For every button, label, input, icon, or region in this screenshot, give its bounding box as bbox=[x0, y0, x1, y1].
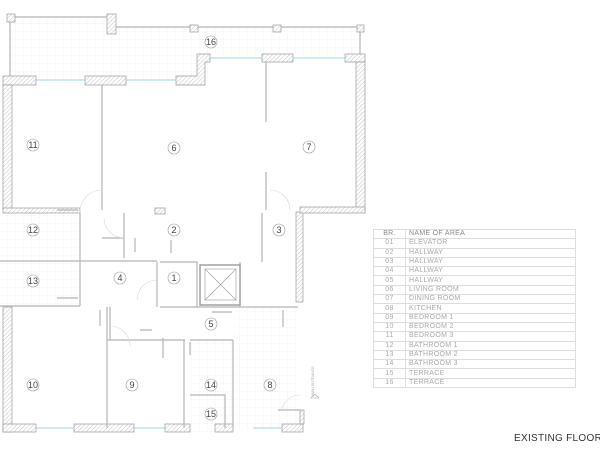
legend-row-no: 13 bbox=[373, 349, 406, 361]
legend-row-name: LIVING ROOM bbox=[405, 284, 576, 296]
room-label-12: 12 bbox=[26, 223, 40, 237]
room-number: 13 bbox=[28, 276, 38, 286]
room-number: 8 bbox=[267, 380, 272, 390]
room-label-3: 3 bbox=[272, 223, 286, 237]
legend-header-name: NAME OF AREA bbox=[405, 228, 576, 240]
legend-row-no: 08 bbox=[373, 303, 406, 314]
room-label-16: 16 bbox=[204, 35, 218, 49]
room-number: 2 bbox=[171, 225, 176, 235]
legend-row-name: BEDROOM 1 bbox=[405, 312, 576, 323]
windows bbox=[36, 57, 345, 429]
interior-walls bbox=[0, 62, 300, 428]
room-label-13: 13 bbox=[26, 274, 40, 288]
legend-row-no: 01 bbox=[373, 238, 406, 249]
legend-row-name: HALLWAY bbox=[405, 247, 576, 258]
legend-row-name: TERRACE bbox=[405, 368, 576, 379]
room-number: 12 bbox=[28, 225, 38, 235]
room-number: 5 bbox=[208, 319, 213, 329]
legend-row-no: 04 bbox=[373, 266, 406, 277]
room-label-7: 7 bbox=[302, 140, 316, 154]
legend-row-no: 07 bbox=[373, 294, 406, 305]
legend-row-no: 05 bbox=[373, 275, 406, 286]
drawing-title: EXISTING FLOOR PL bbox=[514, 433, 600, 444]
room-number: 3 bbox=[276, 225, 281, 235]
legend-row-name: DINING ROOM bbox=[405, 294, 576, 305]
legend-row-name: TERRACE bbox=[405, 377, 576, 389]
room-number: 6 bbox=[171, 143, 176, 153]
legend-row-name: HALLWAY bbox=[405, 256, 576, 268]
room-label-5: 5 bbox=[204, 317, 218, 331]
room-label-8: 8 bbox=[263, 378, 277, 392]
room-number: 9 bbox=[129, 380, 134, 390]
legend-row-no: 06 bbox=[373, 284, 406, 296]
legend-row-name: BATHROOM 3 bbox=[405, 359, 576, 370]
room-number: 16 bbox=[206, 37, 216, 47]
room-number: 1 bbox=[171, 273, 176, 283]
entrance-arrow-icon bbox=[310, 393, 320, 399]
room-label-6: 6 bbox=[167, 141, 181, 155]
room-label-15: 15 bbox=[204, 407, 218, 421]
room-label-1: 1 bbox=[167, 271, 181, 285]
legend-row-no: 02 bbox=[373, 247, 406, 258]
tiled-floors bbox=[0, 20, 360, 432]
room-label-9: 9 bbox=[125, 378, 139, 392]
exterior-walls bbox=[2, 53, 366, 433]
elevator-shaft bbox=[199, 264, 241, 306]
room-label-2: 2 bbox=[167, 223, 181, 237]
door-swings bbox=[79, 189, 301, 411]
legend-row-no: 11 bbox=[373, 331, 406, 342]
room-number: 15 bbox=[206, 409, 216, 419]
legend-row-name: HALLWAY bbox=[405, 275, 576, 286]
legend-row-name: BATHROOM 1 bbox=[405, 340, 576, 351]
room-number: 11 bbox=[28, 140, 37, 150]
room-number: 14 bbox=[206, 380, 216, 390]
legend-row-no: 10 bbox=[373, 321, 406, 333]
legend-row-no: 16 bbox=[373, 377, 406, 389]
legend-header-row: BR. NAME OF AREA bbox=[373, 228, 576, 240]
legend-row-name: BEDROOM 3 bbox=[405, 331, 576, 342]
legend-row-no: 14 bbox=[373, 359, 406, 370]
legend-row-no: 03 bbox=[373, 256, 406, 268]
main-entrance-label: MAIN ENTRANCE bbox=[311, 366, 315, 396]
room-label-11: 11 bbox=[26, 138, 40, 152]
room-number: 4 bbox=[117, 273, 122, 283]
legend-header-no: BR. bbox=[373, 228, 406, 240]
legend-row-name: BATHROOM 2 bbox=[405, 349, 576, 361]
legend-row-name: HALLWAY bbox=[405, 266, 576, 277]
room-number: 10 bbox=[28, 380, 38, 390]
legend-row-name: ELEVATOR bbox=[405, 238, 576, 249]
room-label-4: 4 bbox=[113, 271, 127, 285]
legend-row-no: 15 bbox=[373, 368, 406, 379]
legend-row-name: KITCHEN bbox=[405, 303, 576, 314]
room-label-14: 14 bbox=[204, 378, 218, 392]
room-number: 7 bbox=[306, 142, 311, 152]
legend-row-name: BEDROOM 2 bbox=[405, 321, 576, 333]
room-label-10: 10 bbox=[26, 378, 40, 392]
terrace-railing bbox=[6, 13, 365, 78]
legend-row-no: 12 bbox=[373, 340, 406, 351]
legend-row-no: 09 bbox=[373, 312, 406, 323]
